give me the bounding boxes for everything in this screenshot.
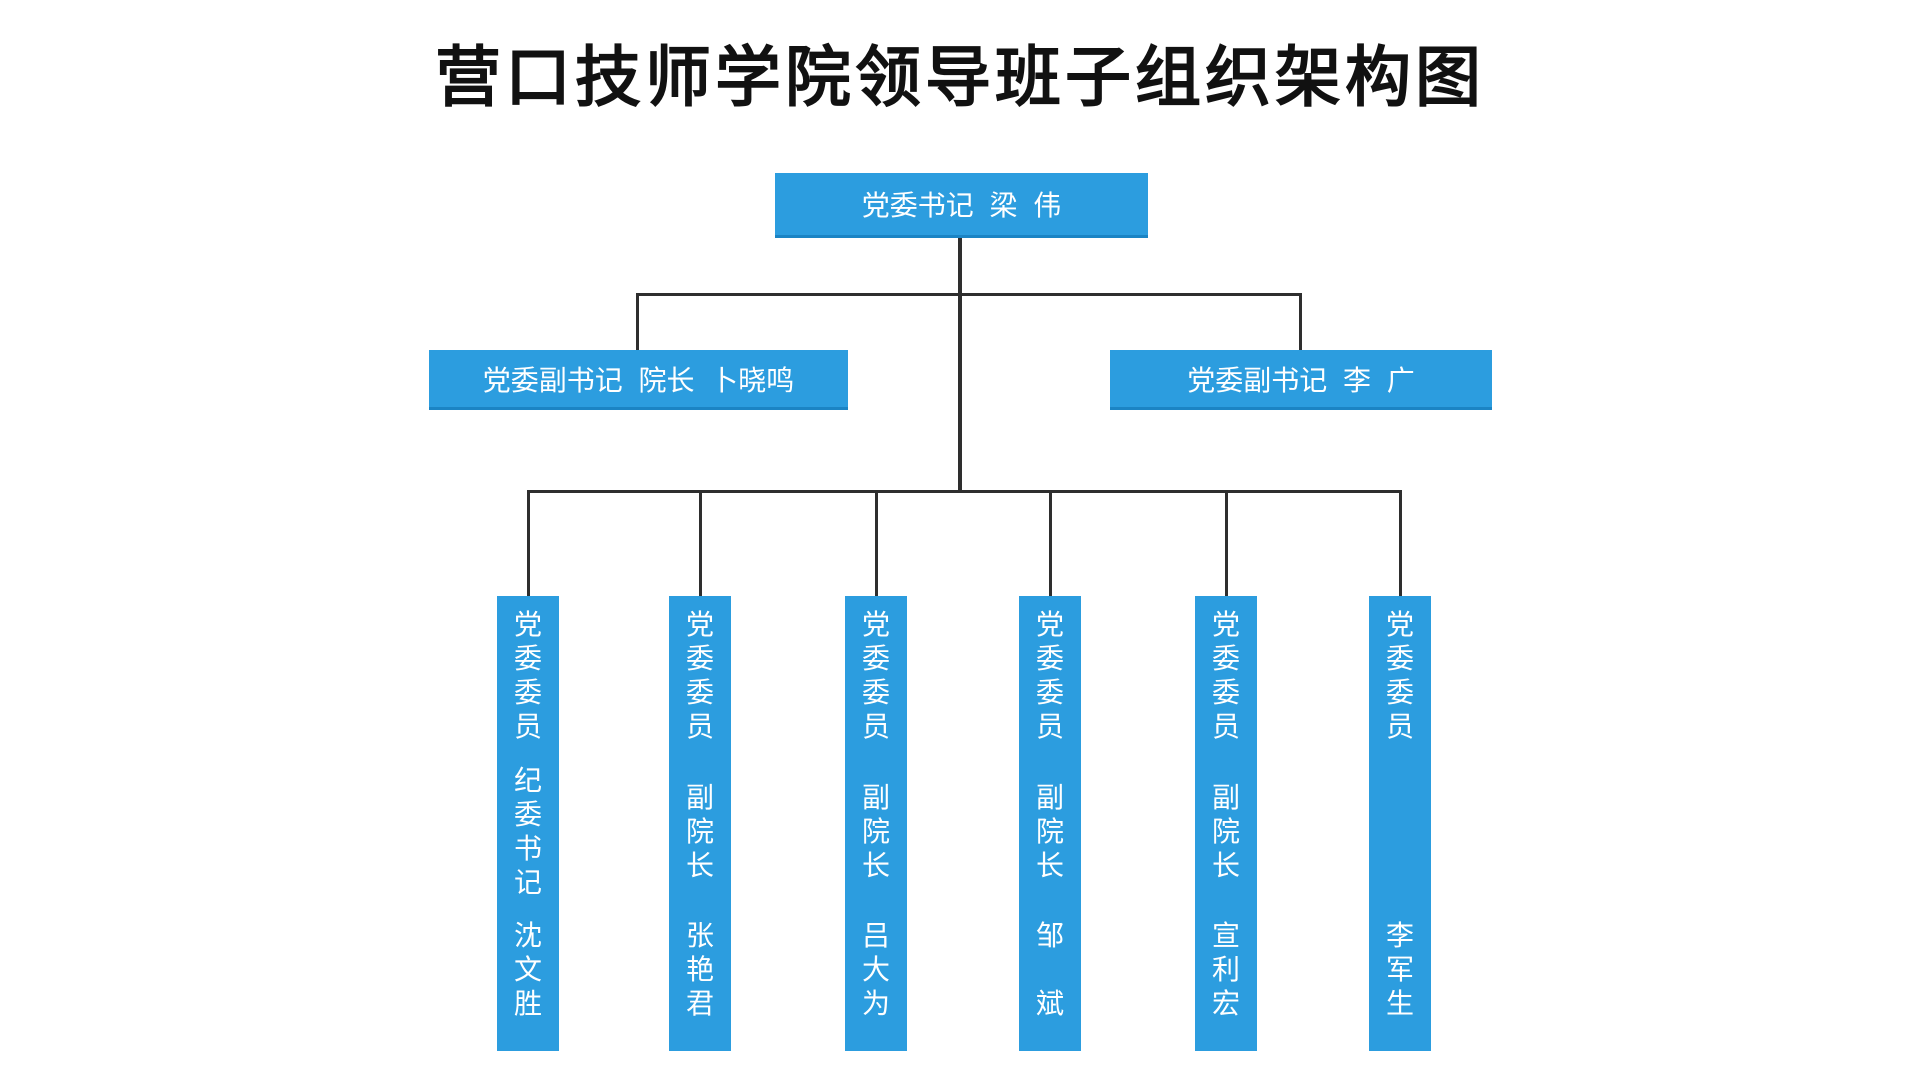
member-role-primary: 党委委员 xyxy=(1035,609,1064,742)
connector-drop-deputy-right xyxy=(1299,293,1302,350)
connector-drop-member-3 xyxy=(875,490,878,596)
connector-drop-member-1 xyxy=(527,490,530,596)
node-member-2: 党委委员 副院长 张艳君 xyxy=(669,596,731,1051)
node-member-4: 党委委员 副院长 邹斌 xyxy=(1019,596,1081,1051)
member-role-primary: 党委委员 xyxy=(685,609,714,742)
member-name: 李军生 xyxy=(1385,920,1414,1019)
node-member-6: 党委委员 李军生 xyxy=(1369,596,1431,1051)
page-title: 营口技师学院领导班子组织架构图 xyxy=(435,40,1485,114)
member-name: 吕大为 xyxy=(861,920,890,1019)
node-deputy-secretary-president: 党委副书记 院长 卜晓鸣 xyxy=(429,350,848,410)
member-name: 张艳君 xyxy=(685,920,714,1019)
member-role-secondary: 副院长 xyxy=(685,781,714,881)
member-name: 宣利宏 xyxy=(1211,920,1240,1019)
connector-level2-horizontal xyxy=(636,293,1302,296)
node-label: 党委副书记 院长 卜晓鸣 xyxy=(482,364,795,396)
member-name: 沈文胜 xyxy=(513,920,542,1019)
connector-drop-deputy-left xyxy=(636,293,639,350)
node-party-secretary: 党委书记 梁 伟 xyxy=(775,173,1148,238)
member-role-primary: 党委委员 xyxy=(1211,609,1240,742)
member-role-secondary: 副院长 xyxy=(1035,781,1064,881)
node-member-3: 党委委员 副院长 吕大为 xyxy=(845,596,907,1051)
member-role-primary: 党委委员 xyxy=(513,609,542,742)
connector-drop-member-2 xyxy=(699,490,702,596)
member-role-primary: 党委委员 xyxy=(1385,609,1414,742)
connector-root-trunk xyxy=(958,238,962,492)
node-label: 党委副书记 李 广 xyxy=(1187,364,1415,396)
node-member-1: 党委委员 纪委书记 沈文胜 xyxy=(497,596,559,1051)
connector-drop-member-5 xyxy=(1225,490,1228,596)
node-label: 党委书记 梁 伟 xyxy=(861,190,1062,221)
member-role-primary: 党委委员 xyxy=(861,609,890,742)
node-member-5: 党委委员 副院长 宣利宏 xyxy=(1195,596,1257,1051)
connector-drop-member-4 xyxy=(1049,490,1052,596)
connector-level3-horizontal xyxy=(527,490,1400,493)
member-role-secondary: 纪委书记 xyxy=(513,764,542,898)
node-deputy-secretary: 党委副书记 李 广 xyxy=(1110,350,1492,410)
member-role-secondary: 副院长 xyxy=(861,781,890,881)
connector-drop-member-6 xyxy=(1399,490,1402,596)
member-name: 邹斌 xyxy=(1035,920,1064,1019)
member-role-secondary: 副院长 xyxy=(1211,781,1240,881)
